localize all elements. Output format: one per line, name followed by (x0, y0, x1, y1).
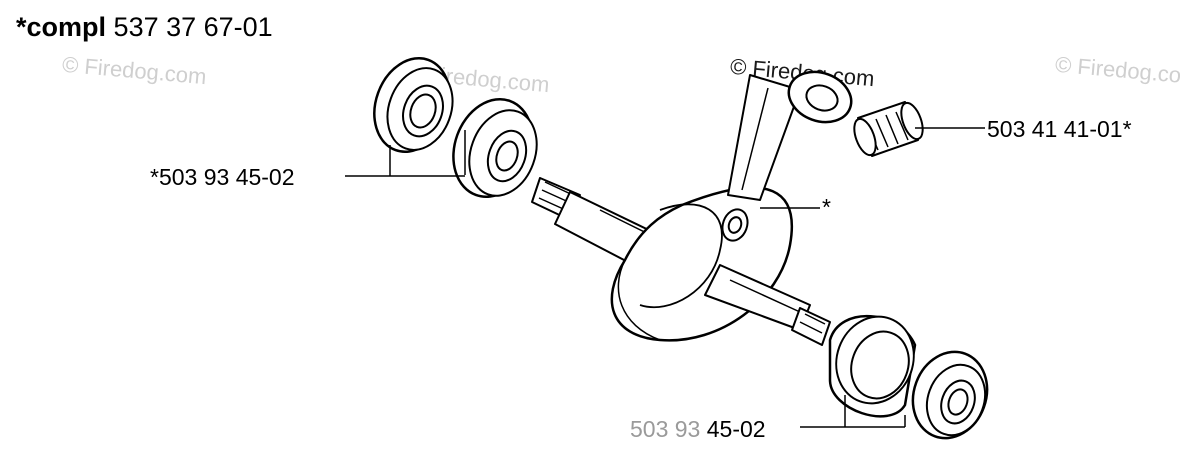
right-inner-bearing[interactable] (824, 306, 926, 418)
label-left-bearing: *503 93 45-02 (150, 164, 295, 190)
label-needle-bearing: 503 41 41-01* (987, 116, 1132, 142)
label-right-bearing-obscured: 503 93 (630, 416, 701, 442)
assembly-prefix: *compl (16, 12, 107, 42)
right-outer-bearing[interactable] (901, 341, 999, 448)
label-crankshaft: * (822, 194, 831, 220)
crankshaft[interactable] (531, 64, 858, 346)
leader-lines (345, 127, 985, 428)
label-right-bearing: 503 93 45-02 (630, 418, 766, 441)
label-right-bearing-suffix: 45-02 (706, 416, 766, 442)
needle-bearing[interactable] (850, 100, 927, 158)
left-inner-bearing[interactable] (440, 88, 548, 208)
left-outer-bearing[interactable] (362, 48, 464, 163)
assembly-title: *compl 537 37 67-01 (16, 12, 273, 43)
assembly-number: 537 37 67-01 (113, 12, 273, 42)
